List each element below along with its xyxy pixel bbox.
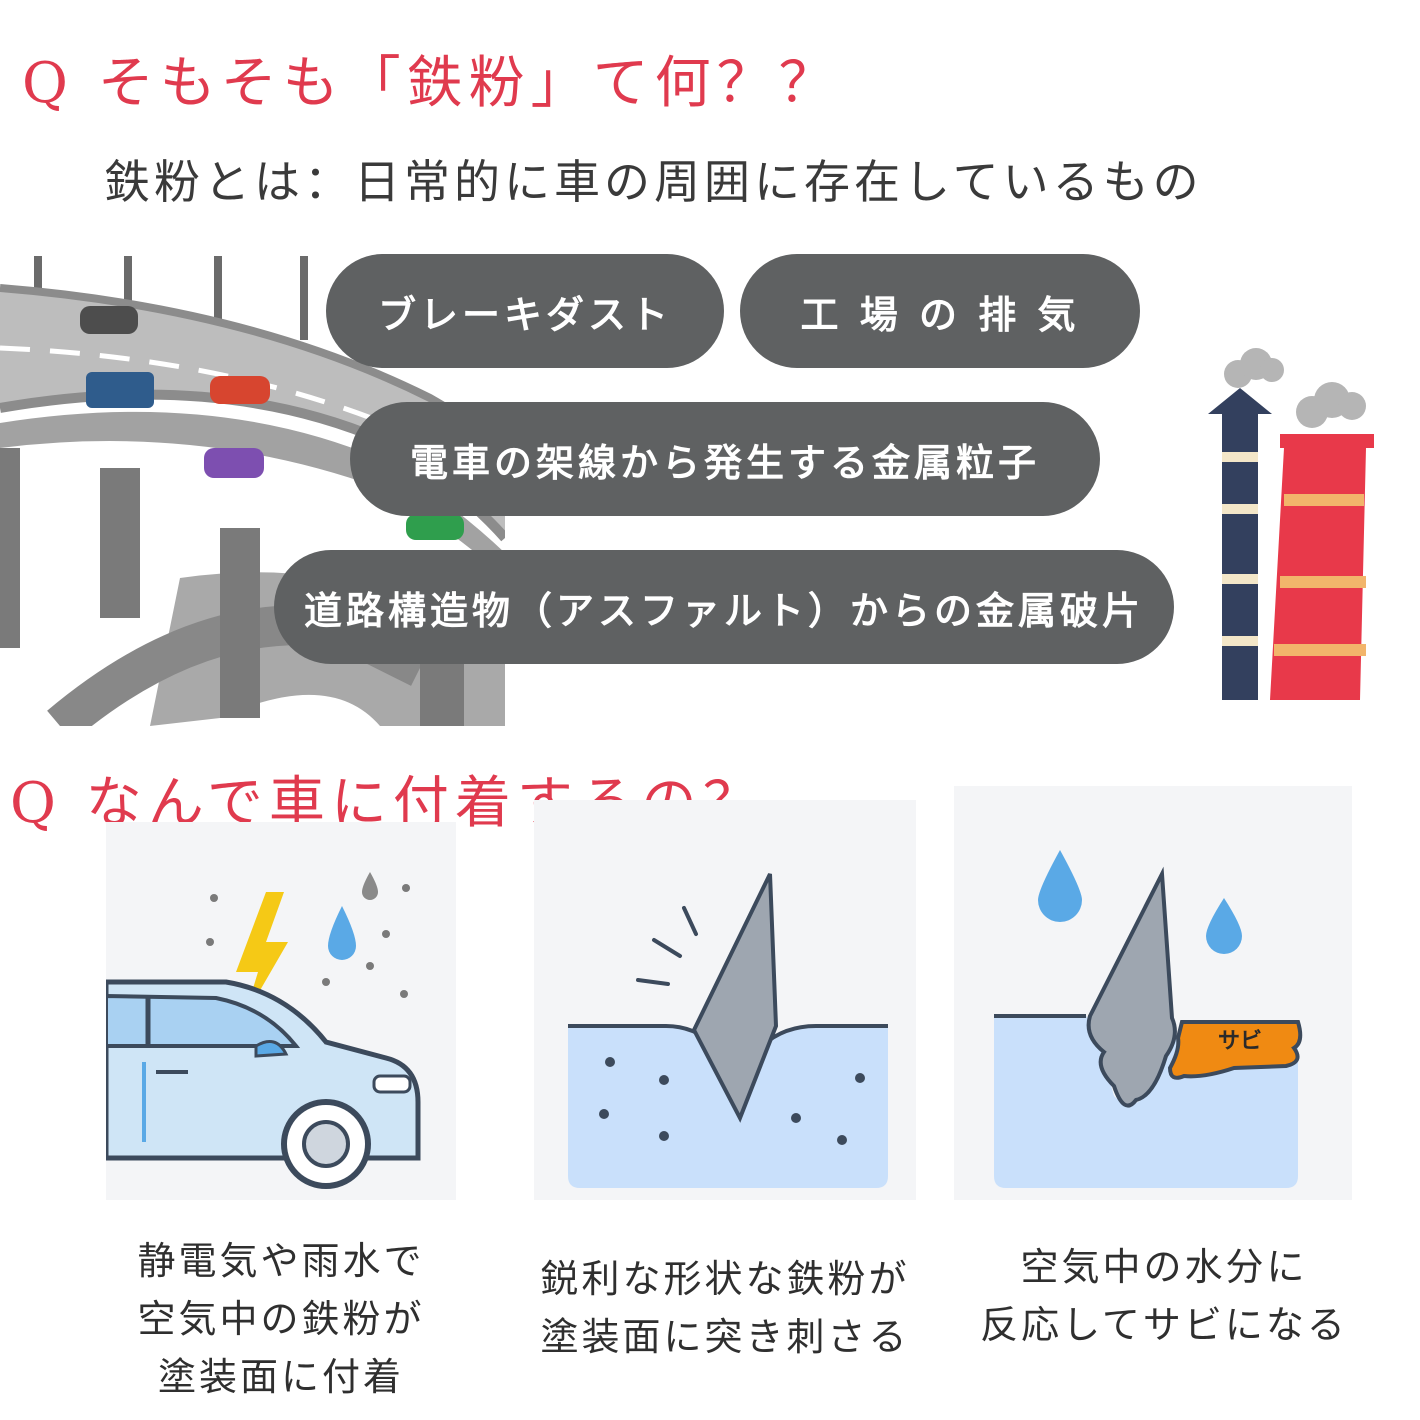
panel-3-caption-line: 反応してサビになる [980,1303,1348,1347]
source-pill-train-wire-particles: 電車の架線から発生する金属粒子 [350,402,1100,516]
water-drop-icon [1038,850,1082,922]
factory-chimney-icon [1200,344,1380,700]
source-pill-road-structure-fragments: 道路構造物（アスファルト）からの金属破片 [274,550,1174,664]
source-pill-brake-dust: ブレーキダスト [326,254,724,368]
definition-text: 鉄粉とは：日常的に車の周囲に存在しているもの [104,155,1203,209]
water-drop-icon [328,906,356,960]
car-icon [106,979,421,1189]
source-pill-factory-exhaust: 工 場 の 排 気 [740,254,1140,368]
panel-1-caption-line: 静電気や雨水で [137,1239,425,1283]
question-1-title: Q そもそも「鉄粉」て何？？ [22,51,841,116]
panel-1-caption: 静電気や雨水で 空気中の鉄粉が 塗装面に付着 [106,1232,456,1406]
panel-1-caption-line: 空気中の鉄粉が [137,1297,425,1341]
panel-2-caption-line: 鋭利な形状な鉄粉が [540,1257,910,1301]
panel-2-caption: 鋭利な形状な鉄粉が 塗装面に突き刺さる [520,1250,930,1366]
rust-label: サビ [1218,1029,1262,1054]
panel-rust: サビ [954,786,1352,1200]
panel-shard-pierce [534,800,916,1200]
panel-1-caption-line: 塗装面に付着 [157,1355,404,1399]
lightning-icon [236,892,288,1018]
panel-2-caption-line: 塗装面に突き刺さる [540,1315,910,1359]
rust-patch [1167,1020,1303,1080]
panel-static-rain [106,822,456,1200]
panel-3-caption: 空気中の水分に 反応してサビになる [964,1238,1364,1354]
panel-3-caption-line: 空気中の水分に [1020,1245,1308,1289]
iron-shard-icon [691,873,779,1123]
